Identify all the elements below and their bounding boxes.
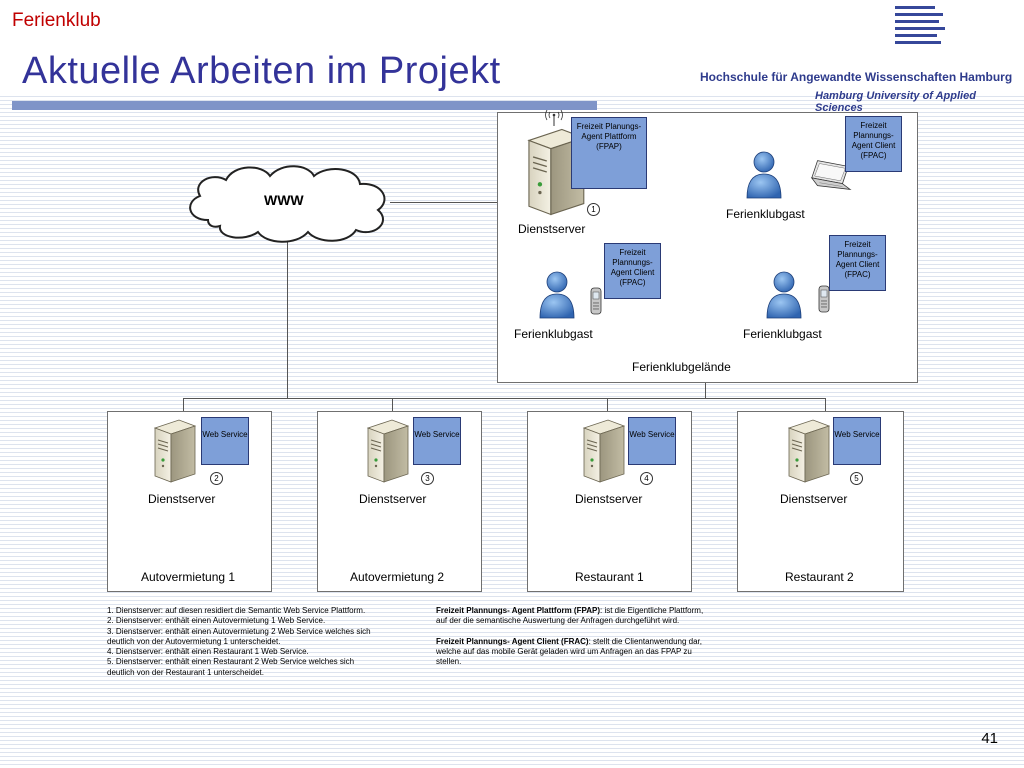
- web-service-box-3: Web Service: [628, 417, 676, 465]
- web-service-box-1: Web Service: [201, 417, 249, 465]
- notes-left: 1. Dienstserver: auf diesen residiert di…: [107, 606, 375, 678]
- note-item: 2. Dienstserver: enthält einen Autovermi…: [107, 616, 326, 626]
- resort-server-label: Dienstserver: [518, 222, 586, 236]
- definition-frac: Freizeit Plannungs- Agent Client (FRAC):…: [436, 637, 708, 668]
- service-number-badge-4: 5: [850, 472, 863, 485]
- server-icon: [360, 416, 414, 486]
- service-name-3: Restaurant 1: [575, 570, 644, 584]
- connector-cloud-to-resort: [390, 202, 497, 203]
- person-icon: [764, 270, 804, 320]
- service-server-label-4: Dienstserver: [780, 492, 848, 506]
- connector-bus-horizontal: [183, 398, 826, 399]
- resort-area-label: Ferienklubgelände: [632, 360, 731, 374]
- person-icon: [744, 150, 784, 200]
- university-name-german: Hochschule für Angewandte Wissenschaften…: [700, 70, 1013, 84]
- service-number-badge-3: 4: [640, 472, 653, 485]
- note-item: 1. Dienstserver: auf diesen residiert di…: [107, 606, 366, 615]
- service-number-badge-2: 3: [421, 472, 434, 485]
- note-item: 5. Dienstserver: enthält einen Restauran…: [107, 657, 355, 677]
- note-item: 3. Dienstserver: enthält einen Autovermi…: [107, 626, 371, 646]
- fpac-agent-box-3: Freizeit Plannungs- Agent Client (FPAC): [829, 235, 886, 291]
- definition-text: : ist die Eigentliche Plattform, auf der…: [436, 606, 704, 626]
- page-number: 41: [981, 730, 998, 747]
- service-name-2: Autovermietung 2: [350, 570, 445, 584]
- cloud-label: WWW: [264, 192, 304, 208]
- service-server-label-2: Dienstserver: [359, 492, 427, 506]
- server-icon: [781, 416, 835, 486]
- fpac-agent-box-1: Freizeit Plannungs- Agent Client (FPAC): [845, 116, 902, 172]
- slide-topic: Ferienklub: [12, 10, 101, 31]
- server-icon: [147, 416, 201, 486]
- web-service-box-2: Web Service: [413, 417, 461, 465]
- server-icon: [576, 416, 630, 486]
- guest-label-2: Ferienklubgast: [514, 327, 593, 341]
- title-underline-bar: [12, 101, 597, 110]
- connector-cloud-down: [287, 242, 288, 399]
- connector-resort-down: [705, 382, 706, 399]
- note-item: 4. Dienstserver: enthält einen Restauran…: [107, 647, 309, 657]
- cloud-icon: [189, 165, 386, 243]
- service-name-4: Restaurant 2: [785, 570, 854, 584]
- service-number-badge-1: 2: [210, 472, 223, 485]
- definition-fpap: Freizeit Plannungs- Agent Plattform (FPA…: [436, 606, 708, 627]
- web-service-box-4: Web Service: [833, 417, 881, 465]
- service-name-1: Autovermietung 1: [141, 570, 236, 584]
- definition-term: Freizeit Plannungs- Agent Plattform (FPA…: [436, 606, 601, 615]
- university-logo-icon: [895, 6, 945, 50]
- fpac-agent-box-2: Freizeit Plannungs- Agent Client (FPAC): [604, 243, 661, 299]
- university-name-english: Hamburg University of Applied Sciences: [815, 90, 976, 114]
- fpap-agent-box: Freizeit Planungs- Agent Plattform (FPAP…: [571, 117, 647, 189]
- guest-label-1: Ferienklubgast: [726, 207, 805, 221]
- mobile-phone-icon: [588, 286, 604, 316]
- service-server-label-1: Dienstserver: [148, 492, 216, 506]
- definition-text: : stellt die Clientanwendung dar, welche…: [436, 636, 702, 667]
- guest-label-3: Ferienklubgast: [743, 327, 822, 341]
- definition-term: Freizeit Plannungs- Agent Client (FRAC): [436, 636, 589, 646]
- slide-title: Aktuelle Arbeiten im Projekt: [22, 50, 501, 92]
- service-server-label-3: Dienstserver: [575, 492, 643, 506]
- server-number-badge: 1: [587, 203, 600, 216]
- notes-right: Freizeit Plannungs- Agent Plattform (FPA…: [436, 606, 708, 667]
- person-icon: [537, 270, 577, 320]
